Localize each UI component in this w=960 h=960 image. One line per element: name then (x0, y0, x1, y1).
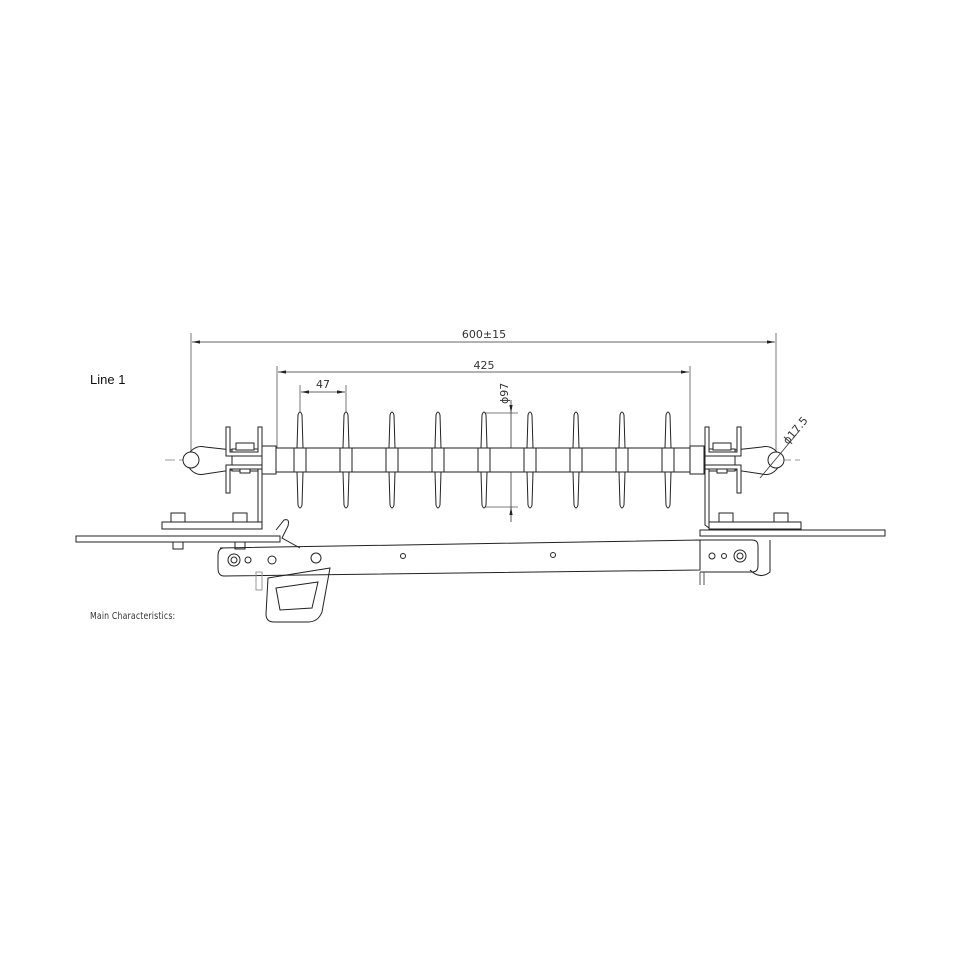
shed-spacing-text: 47 (316, 378, 330, 391)
right-mounting-bracket (699, 426, 886, 537)
sheds (293, 411, 675, 509)
operating-arm (217, 519, 771, 623)
shed-diameter-text: ϕ97 (498, 383, 511, 404)
overall-length-text: 600±15 (462, 328, 506, 341)
insulation-length-dimension: 425 (276, 359, 691, 448)
main-characteristics-label: Main Characteristics: (90, 611, 176, 622)
left-mounting-bracket (75, 426, 281, 550)
insulation-length-text: 425 (474, 359, 495, 372)
line-label: Line 1 (90, 372, 126, 387)
overall-length-dimension: 600±15 (190, 328, 777, 455)
shed-spacing-dimension: 47 (299, 378, 347, 412)
eye-hole-diameter-text: ϕ17.5 (780, 414, 810, 447)
shed-diameter-dimension: ϕ97 (484, 383, 518, 522)
